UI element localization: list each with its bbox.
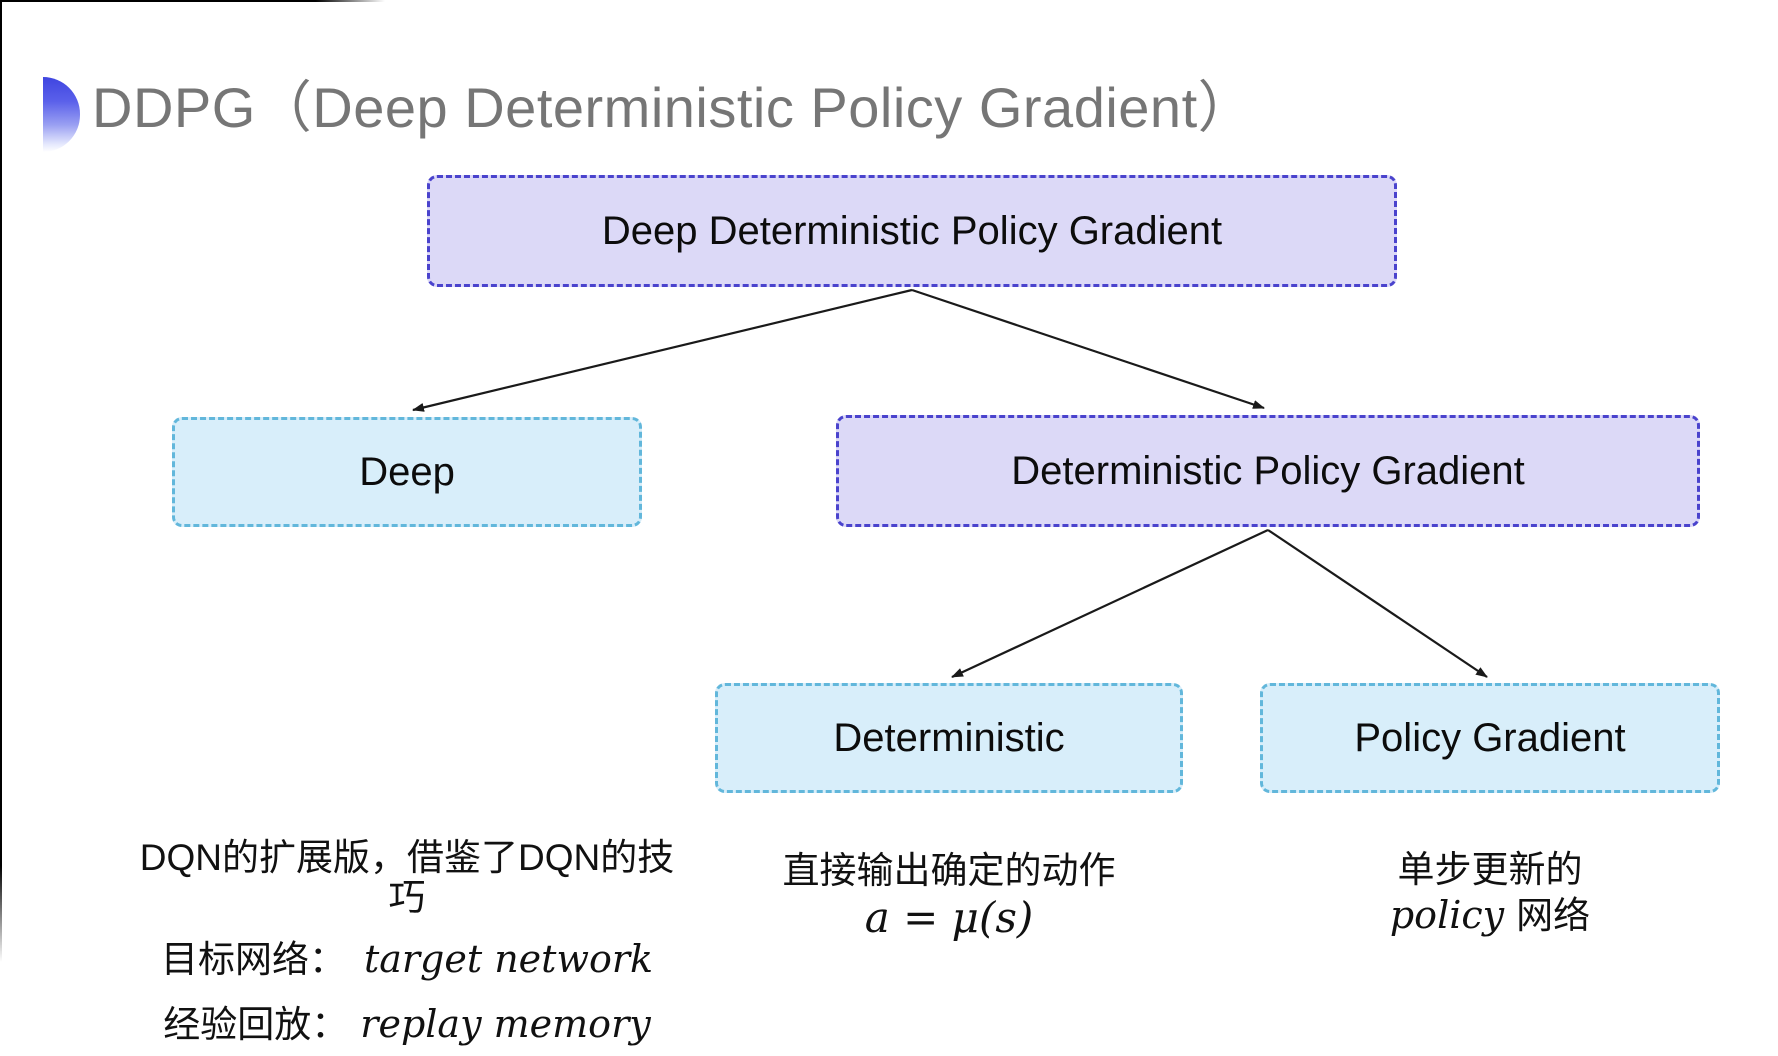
note-deterministic: 直接输出确定的动作 a = μ(s) [699, 850, 1199, 942]
tree-node-deterministic: Deterministic [715, 683, 1183, 793]
note-deterministic-formula: a = μ(s) [864, 893, 1034, 942]
tree-node-deterministic-policy-gradient: Deterministic Policy Gradient [836, 415, 1700, 527]
note-policy-gradient: 单步更新的 policy 网络 [1280, 850, 1700, 936]
note-policy-gradient-zh: 网络 [1516, 895, 1591, 936]
note-deep-target-label: 目标网络： [160, 939, 346, 980]
note-policy-gradient-en: policy [1389, 893, 1505, 937]
tree-node-deterministic-label: Deterministic [833, 715, 1065, 760]
tree-node-deep: Deep [172, 417, 642, 527]
tree-node-deep-label: Deep [359, 449, 455, 494]
tree-node-policy-gradient-label: Policy Gradient [1354, 715, 1626, 760]
tree-node-root: Deep Deterministic Policy Gradient [427, 175, 1397, 287]
frame-edge-left [0, 0, 2, 962]
tree-node-dpg-label: Deterministic Policy Gradient [1011, 448, 1525, 493]
note-deep-replay-label: 经验回放： [163, 1004, 349, 1045]
note-deep: DQN的扩展版，借鉴了DQN的技巧 目标网络： target network 经验… [127, 838, 687, 1045]
note-deep-replay-value: replay memory [360, 1002, 651, 1046]
note-deep-target-line: 目标网络： target network [127, 939, 687, 980]
note-deep-target-value: target network [363, 937, 654, 981]
page-title: DDPG（Deep Deterministic Policy Gradient） [92, 76, 1255, 139]
frame-edge-top [0, 0, 385, 2]
note-deep-replay-line: 经验回放： replay memory [127, 1004, 687, 1045]
note-policy-gradient-line1: 单步更新的 [1397, 849, 1583, 890]
tree-node-root-label: Deep Deterministic Policy Gradient [601, 208, 1223, 253]
note-policy-gradient-line2: policy 网络 [1280, 895, 1700, 936]
tree-node-policy-gradient: Policy Gradient [1260, 683, 1720, 793]
note-deep-line1: DQN的扩展版，借鉴了DQN的技巧 [139, 837, 675, 918]
title-bullet-icon [43, 77, 80, 152]
note-deterministic-line1: 直接输出确定的动作 [782, 850, 1116, 891]
